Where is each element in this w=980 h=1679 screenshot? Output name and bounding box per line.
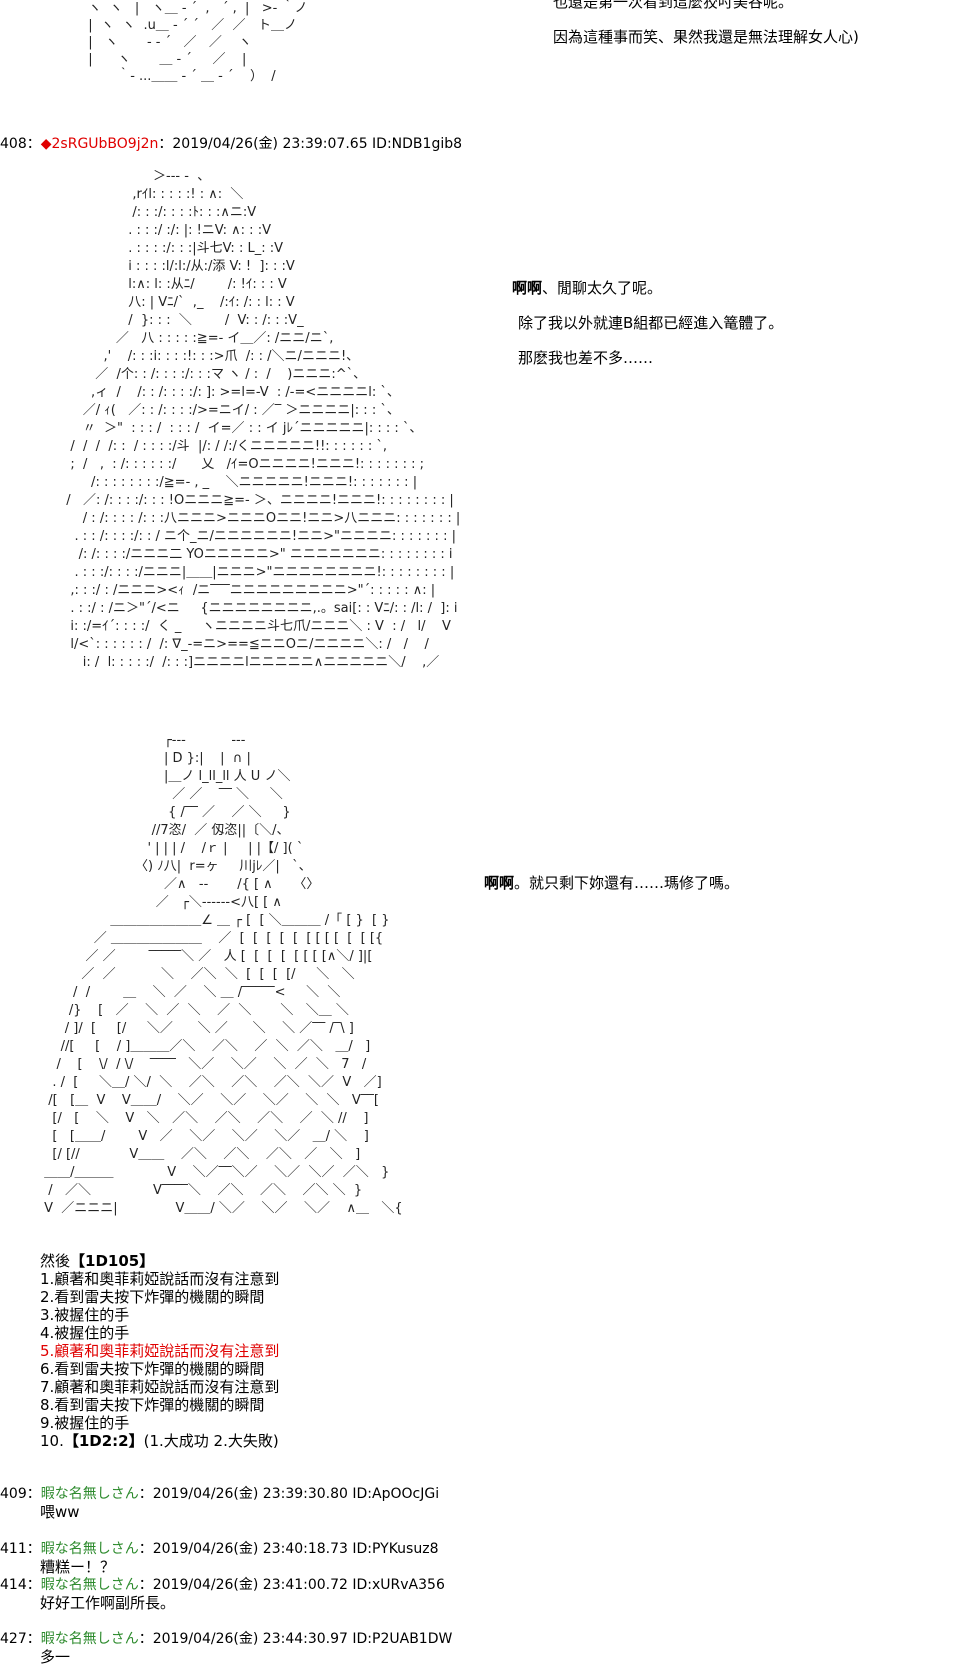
choice-item: 9.被握住的手 <box>40 1414 130 1432</box>
post-number[interactable]: 411 <box>0 1541 27 1557</box>
post-separator: ： <box>26 1631 41 1647</box>
poster-name[interactable]: 暇な名無しさん <box>40 1486 139 1502</box>
choice-item: 2.看到雷夫按下炸彈的機關的瞬間 <box>40 1288 265 1306</box>
post-separator: ： <box>26 1577 41 1593</box>
dialog-emphasis: 啊啊 <box>512 279 543 297</box>
dice-choice-list: 然後【1D105】 1.顧著和奧菲莉婭說話而沒有注意到 2.看到雷夫按下炸彈的機… <box>40 1252 279 1450</box>
dialog-line: 因為這種事而笑、果然我還是無法理解女人心) <box>553 28 859 46</box>
choice-item: 8.看到雷夫按下炸彈的機關的瞬間 <box>40 1396 265 1414</box>
trip-diamond-icon: ◆ <box>40 136 52 152</box>
choice-lead: 然後 <box>40 1252 71 1270</box>
post-header-409: 409：暇な名無しさん：2019/04/26(金) 23:39:30.80 ID… <box>0 1485 439 1503</box>
post-body-409: 喂ww <box>40 1503 80 1521</box>
dialog-line: 啊啊。就只剩下妳還有……瑪修了嗎。 <box>484 873 739 894</box>
ascii-art-robed-figure: ＞‐‐‐ - 、 ,rｲl: : : : :! : ∧: ＼ /: : :/: … <box>66 169 461 670</box>
dialog-block-1: 啊啊、閒聊太久了呢。 除了我以外就連B組都已經進入篭體了。 那麽我也差不多…… <box>512 278 783 383</box>
post-body-414: 好好工作啊副所長。 <box>40 1594 176 1612</box>
top-dialog: 也還是第一次看到這麼狡吋美谷呢。 因為這種事而笑、果然我還是無法理解女人心) <box>553 0 859 62</box>
post-separator: ： <box>26 136 41 152</box>
poster-name[interactable]: 暇な名無しさん <box>40 1577 139 1593</box>
post-header-408: 408：◆2sRGUbBO9j2n：2019/04/26(金) 23:39:07… <box>0 135 462 153</box>
ascii-art-lattice-figure: ┌‐‐‐ ‐‐‐ | D }:| | ∩ | |＿ノ l_ll_ll 人 U ノ… <box>44 733 403 1216</box>
dialog-line: 那麽我也差不多…… <box>518 349 654 367</box>
choice-text: (1.大成功 2.大失敗) <box>143 1432 279 1450</box>
choice-item-10: 10.【1D2:2】(1.大成功 2.大失敗) <box>40 1432 279 1450</box>
poster-name[interactable]: 暇な名無しさん <box>40 1541 139 1557</box>
post-number[interactable]: 427 <box>0 1631 27 1647</box>
post-body-411: 糟糕ー！？ <box>40 1558 116 1576</box>
post-meta: ：2019/04/26(金) 23:41:00.72 ID:xURvA356 <box>138 1577 445 1593</box>
poster-name[interactable]: 暇な名無しさん <box>40 1631 139 1647</box>
choice-header: 然後【1D105】 <box>40 1252 279 1270</box>
choice-item: 1.顧著和奧菲莉婭說話而沒有注意到 <box>40 1270 280 1288</box>
post-meta: ：2019/04/26(金) 23:39:30.80 ID:ApOOcJGi <box>138 1486 440 1502</box>
post-meta: ：2019/04/26(金) 23:44:30.97 ID:P2UAB1DW <box>138 1631 453 1647</box>
dialog-text: 。就只剩下妳還有……瑪修了嗎。 <box>514 874 740 892</box>
post-header-427: 427：暇な名無しさん：2019/04/26(金) 23:44:30.97 ID… <box>0 1630 452 1648</box>
dialog-emphasis: 啊啊 <box>484 874 515 892</box>
post-number[interactable]: 408 <box>0 136 27 152</box>
dialog-block-2: 啊啊。就只剩下妳還有……瑪修了嗎。 <box>484 873 739 908</box>
post-number[interactable]: 414 <box>0 1577 27 1593</box>
post-meta: ：2019/04/26(金) 23:40:18.73 ID:PYKusuz8 <box>138 1541 439 1557</box>
post-body-427: 多一 <box>40 1648 71 1666</box>
choice-item: 3.被握住的手 <box>40 1306 130 1324</box>
post-header-411: 411：暇な名無しさん：2019/04/26(金) 23:40:18.73 ID… <box>0 1540 438 1558</box>
choice-number: 10. <box>40 1432 64 1450</box>
choice-item: 4.被握住的手 <box>40 1324 130 1342</box>
dialog-line: 啊啊、閒聊太久了呢。 <box>512 278 783 299</box>
dialog-line: 除了我以外就連B組都已經進入篭體了。 <box>518 314 784 332</box>
poster-trip[interactable]: 2sRGUbBO9j2n <box>51 136 159 152</box>
post-meta: ：2019/04/26(金) 23:39:07.65 ID:NDB1gib8 <box>158 136 463 152</box>
post-number[interactable]: 409 <box>0 1486 27 1502</box>
choice-item-selected: 5.顧著和奧菲莉婭說話而沒有注意到 <box>40 1342 280 1360</box>
dice-roll: 【1D2:2】 <box>63 1432 144 1450</box>
dialog-text: 、閒聊太久了呢。 <box>542 279 663 297</box>
post-header-414: 414：暇な名無しさん：2019/04/26(金) 23:41:00.72 ID… <box>0 1576 445 1594</box>
post-separator: ： <box>26 1486 41 1502</box>
post-separator: ： <box>26 1541 41 1557</box>
choice-item: 7.顧著和奧菲莉婭說話而沒有注意到 <box>40 1378 280 1396</box>
dialog-line: 也還是第一次看到這麼狡吋美谷呢。 <box>553 0 794 11</box>
dice-roll: 【1D105】 <box>70 1252 155 1270</box>
choice-item: 6.看到雷夫按下炸彈的機關的瞬間 <box>40 1360 265 1378</box>
ascii-art-top: ヽ ヽ | ヽ＿ - ´ , ´ , | >‐ ｀ノ | ヽ ヽ .u＿ ‐ ´… <box>88 1 308 84</box>
